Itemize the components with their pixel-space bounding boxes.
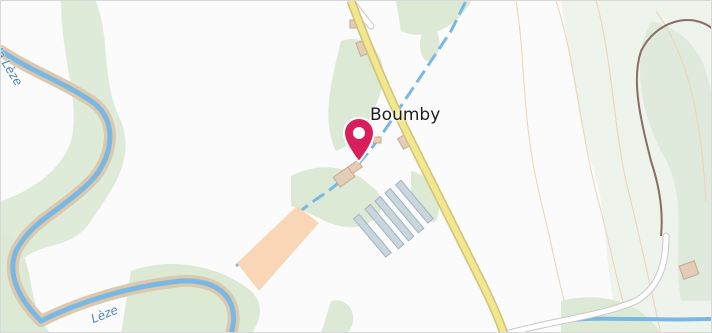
greenhouses <box>352 179 434 258</box>
map-pin-icon[interactable] <box>343 117 375 163</box>
main-road <box>348 1 507 332</box>
field-area <box>237 206 319 291</box>
stream-dashed <box>235 1 468 268</box>
track-path <box>635 19 711 237</box>
place-label-boumby: Boumby <box>370 105 441 125</box>
hill-shade-inner <box>640 21 711 301</box>
